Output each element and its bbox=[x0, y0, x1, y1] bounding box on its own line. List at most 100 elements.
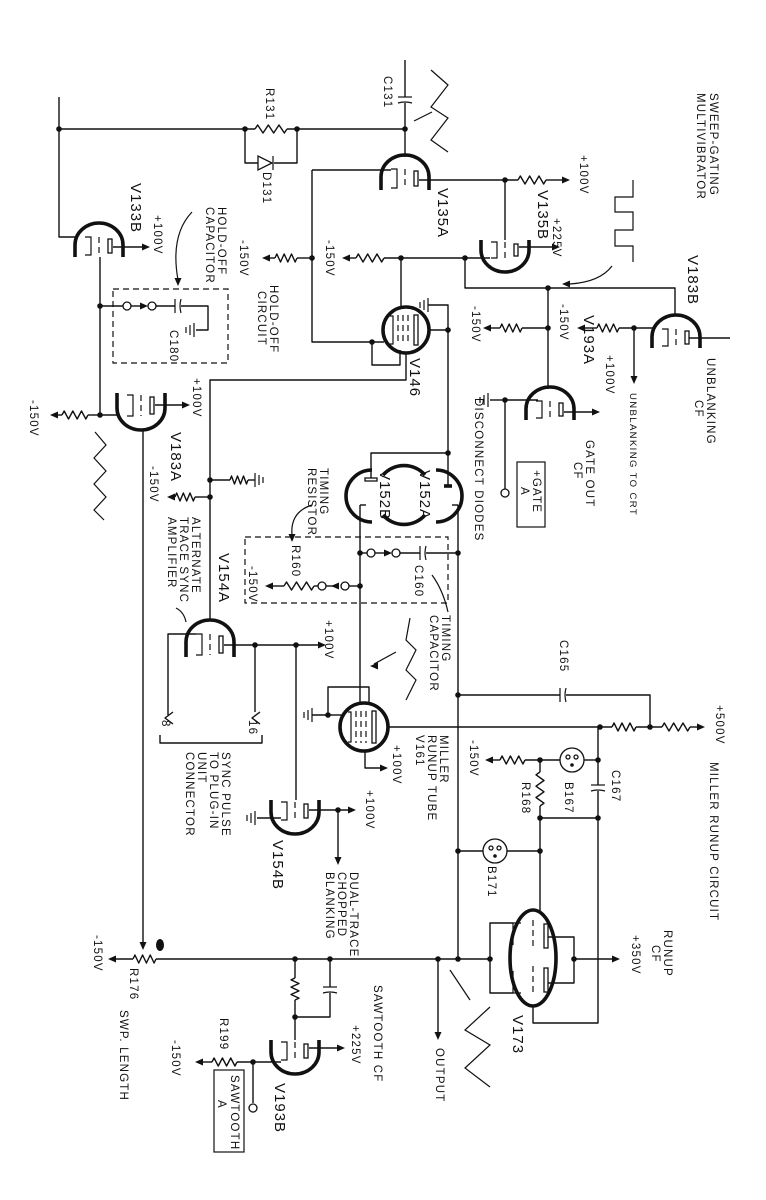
junction-dot bbox=[402, 126, 408, 132]
label-n150-g: -150V bbox=[246, 566, 258, 603]
neon-dot bbox=[570, 763, 574, 767]
junction-dot bbox=[537, 757, 543, 763]
arrow-icon bbox=[342, 254, 350, 262]
tube-plate bbox=[558, 402, 564, 417]
label-unblanking-cf-2: CF bbox=[692, 400, 704, 418]
label-holdoff-cap-1: HOLD-OFF bbox=[215, 207, 227, 275]
label-timing-cap-2: CAPACITOR bbox=[427, 615, 439, 692]
arrow-icon bbox=[50, 411, 58, 419]
arrow-icon bbox=[434, 1032, 442, 1040]
label-c167: C167 bbox=[609, 770, 621, 802]
arrow-icon bbox=[485, 756, 493, 764]
resistor bbox=[211, 1057, 238, 1067]
junction-dot bbox=[97, 412, 103, 418]
label-r199: R199 bbox=[217, 1018, 229, 1050]
junction-dot bbox=[292, 956, 298, 962]
arrow-icon bbox=[380, 764, 388, 772]
arrow-icon bbox=[288, 534, 296, 542]
label-unblanking-crt: UNBLANKING TO CRT bbox=[627, 393, 638, 516]
arrow-icon bbox=[262, 254, 270, 262]
resistor bbox=[283, 581, 315, 591]
wire bbox=[274, 129, 298, 164]
junction-dot bbox=[502, 397, 508, 403]
junction-dot bbox=[309, 255, 315, 261]
sawtooth-a-box bbox=[213, 1069, 245, 1153]
label-v154b-plate: +100V bbox=[363, 790, 375, 830]
tube-cathode bbox=[390, 315, 394, 345]
hold-off-capacitor-box bbox=[112, 288, 229, 364]
arrow-icon bbox=[140, 302, 148, 310]
tube-plate bbox=[684, 330, 690, 345]
label-holdoff-circ-1: HOLD-OFF bbox=[267, 285, 279, 353]
junction-dot bbox=[398, 255, 404, 261]
label-gate-a-1: +GATE bbox=[530, 470, 542, 513]
label-n150-i: -150V bbox=[91, 935, 103, 972]
resistor bbox=[517, 175, 547, 185]
tube-plate bbox=[149, 396, 155, 415]
label-v161: V161 bbox=[413, 735, 425, 767]
arrow-icon bbox=[384, 549, 392, 557]
label-v133b-plate: +100V bbox=[151, 215, 163, 255]
label-disconnect-diodes: DISCONNECT DIODES bbox=[472, 398, 484, 542]
terminal bbox=[391, 548, 401, 558]
label-p500: +500V bbox=[713, 705, 725, 745]
wire bbox=[312, 686, 370, 716]
junction-dot bbox=[597, 724, 603, 730]
arrow-icon bbox=[630, 376, 638, 384]
terminal bbox=[147, 301, 157, 311]
resistor bbox=[499, 323, 523, 333]
label-pin-8: 8 bbox=[159, 720, 171, 728]
label-v135a: V135A bbox=[434, 188, 451, 238]
label-v133b: V133B bbox=[127, 183, 144, 233]
waveform-sawtooth bbox=[93, 431, 107, 521]
label-timing-res-1: TIMING bbox=[317, 468, 329, 515]
resistor bbox=[61, 410, 89, 420]
label-sync-2: TO PLUG-IN bbox=[207, 752, 219, 830]
tube-cathode bbox=[281, 1041, 288, 1061]
capacitor bbox=[424, 545, 427, 561]
tube-plate bbox=[371, 710, 377, 744]
adjust-knob-icon bbox=[156, 939, 164, 951]
pointer-arrow bbox=[569, 265, 613, 285]
label-sawtooth-cf: SAWTOOTH CF bbox=[371, 985, 383, 1083]
label-sawtooth-a-1: SAWTOOTH bbox=[228, 1075, 240, 1150]
arrow-icon bbox=[167, 493, 175, 501]
gate-a-box bbox=[516, 461, 546, 528]
diode-tube bbox=[381, 463, 427, 477]
vacuum-tube bbox=[269, 800, 321, 836]
wire bbox=[371, 342, 401, 366]
label-d131: D131 bbox=[260, 172, 272, 204]
resistor bbox=[611, 722, 637, 732]
label-swp-length: SWP. LENGTH bbox=[117, 1010, 129, 1101]
junction-dot bbox=[571, 956, 577, 962]
diode-plate bbox=[364, 477, 378, 482]
wire bbox=[532, 791, 599, 1024]
capacitor bbox=[397, 101, 413, 104]
junction-dot bbox=[462, 255, 468, 261]
capacitor bbox=[564, 687, 567, 703]
arrow-icon bbox=[195, 1058, 203, 1066]
junction-dot bbox=[537, 815, 543, 821]
label-alt-1: ALTERNATE bbox=[189, 517, 201, 594]
junction-dot bbox=[545, 325, 551, 331]
label-n150-a: -150V bbox=[237, 240, 249, 277]
arrow-icon bbox=[174, 278, 182, 286]
label-v193b: V193B bbox=[271, 1083, 288, 1133]
label-c165: C165 bbox=[557, 640, 569, 672]
vacuum-tube bbox=[73, 221, 125, 257]
label-miller-2: RUNUP TUBE bbox=[425, 735, 437, 821]
vacuum-tube bbox=[184, 618, 236, 657]
label-v146: V146 bbox=[406, 358, 423, 397]
label-n150-h: -150V bbox=[467, 740, 479, 777]
vacuum-tube bbox=[115, 393, 167, 432]
junction-dot bbox=[537, 848, 543, 854]
wire bbox=[181, 305, 209, 331]
arrow-icon bbox=[562, 176, 570, 184]
label-v183a: V183A bbox=[167, 432, 184, 482]
pointer-arrow bbox=[175, 211, 193, 281]
label-r131: R131 bbox=[263, 88, 275, 120]
label-alt-3: AMPLIFIER bbox=[165, 517, 177, 589]
tube-plate bbox=[543, 967, 549, 993]
label-n150-c: -150V bbox=[469, 306, 481, 343]
wire bbox=[428, 304, 449, 453]
